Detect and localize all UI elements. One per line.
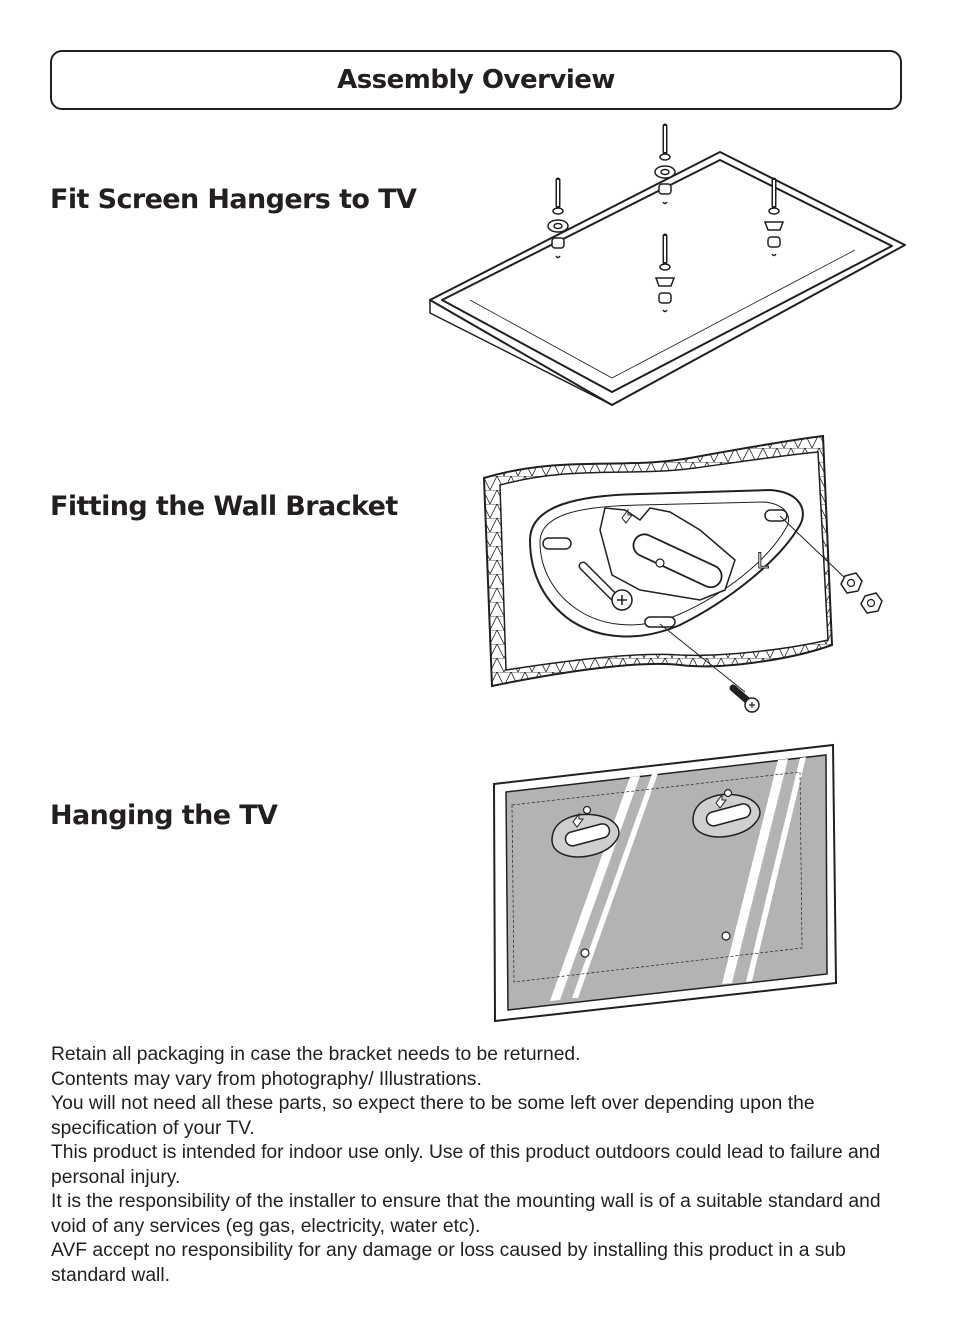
screen-hanger-right	[692, 788, 761, 838]
note-item: It is the responsibility of the installe…	[51, 1191, 881, 1237]
bracket-l-marker: L	[757, 548, 769, 573]
heading-hanging-tv: Hanging the TV	[50, 800, 278, 831]
lower-screw-left	[580, 948, 590, 958]
tv-panel-inner	[441, 159, 893, 393]
screw-set-left	[547, 177, 569, 259]
screw-lower	[729, 684, 752, 705]
heading-fit-screen-hangers: Fit Screen Hangers to TV	[50, 184, 417, 215]
screen-hanger-left	[551, 805, 620, 858]
note-item: Retain all packaging in case the bracket…	[51, 1044, 581, 1065]
note-item: Contents may vary from photography/ Illu…	[51, 1068, 482, 1090]
note-item: You will not need all these parts, so ex…	[51, 1093, 815, 1139]
lower-screw-right	[721, 931, 731, 941]
tv-hung-illustration	[492, 743, 838, 1023]
screw-set-top	[654, 123, 676, 205]
tv-back-screws-illustration	[429, 123, 906, 406]
note-item: AVF accept no responsibility for any dam…	[51, 1240, 846, 1286]
heading-fitting-wall-bracket: Fitting the Wall Bracket	[50, 491, 398, 522]
page-title: Assembly Overview	[337, 65, 615, 95]
tv-screen-glare-3	[722, 759, 788, 984]
title-box: Assembly Overview	[50, 50, 902, 110]
wall-bracket-illustration: L	[482, 434, 883, 713]
tv-screen-glare-4	[746, 757, 806, 982]
screw-set-right	[763, 177, 785, 257]
tv-screen-glare-2	[572, 773, 658, 998]
notes-list: Retain all packaging in case the bracket…	[51, 1043, 921, 1288]
tv-panel-edge	[429, 300, 613, 406]
screw-set-bottom	[654, 233, 676, 313]
note-item: This product is intended for indoor use …	[51, 1142, 881, 1188]
